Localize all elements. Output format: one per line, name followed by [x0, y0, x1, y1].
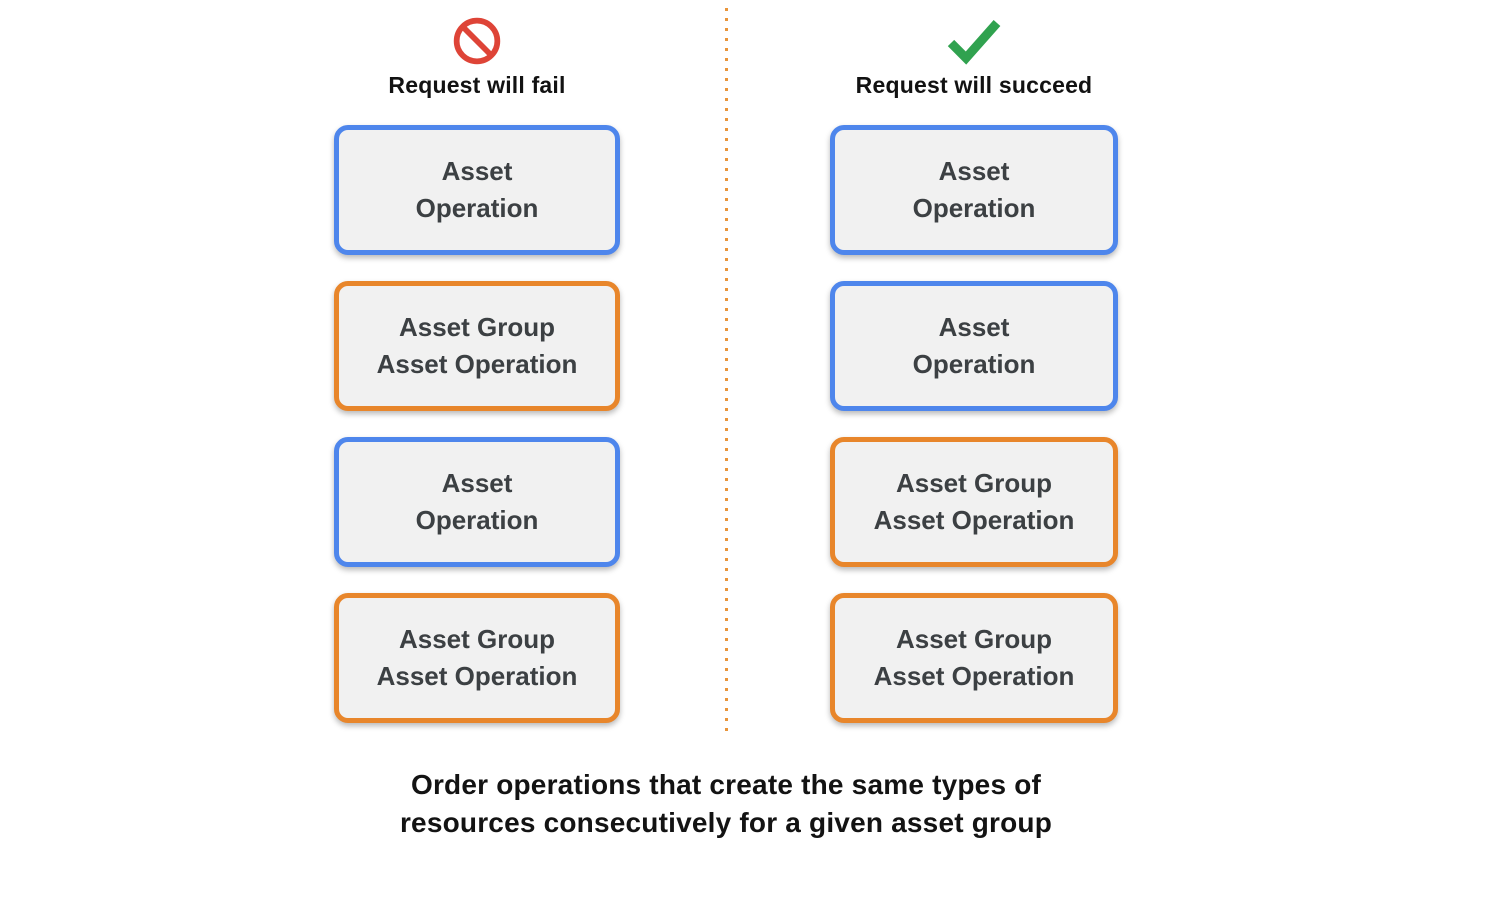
- box-label: Asset Group Asset Operation: [376, 312, 578, 379]
- box-label: Asset Operation: [912, 156, 1036, 223]
- column-request-will-fail: Request will fail Asset Operation Asset …: [334, 16, 620, 723]
- column-request-will-succeed: Request will succeed Asset Operation Ass…: [830, 16, 1118, 723]
- fail-box-asset-operation-2: Asset Operation: [334, 437, 620, 567]
- box-label: Asset Group Asset Operation: [873, 468, 1075, 535]
- succeed-header-label: Request will succeed: [855, 72, 1093, 98]
- prohibition-icon: [453, 16, 501, 66]
- checkmark-icon: [944, 16, 1004, 66]
- box-label: Asset Operation: [415, 468, 539, 535]
- box-label: Asset Group Asset Operation: [873, 624, 1075, 691]
- fail-box-asset-operation-1: Asset Operation: [334, 125, 620, 255]
- box-label: Asset Operation: [415, 156, 539, 223]
- succeed-box-asset-group-asset-operation-2: Asset Group Asset Operation: [830, 593, 1118, 723]
- box-label: Asset Operation: [912, 312, 1036, 379]
- fail-header-label: Request will fail: [388, 72, 566, 98]
- diagram-caption: Order operations that create the same ty…: [399, 769, 1053, 838]
- fail-box-asset-group-asset-operation-2: Asset Group Asset Operation: [334, 593, 620, 723]
- succeed-box-asset-group-asset-operation-1: Asset Group Asset Operation: [830, 437, 1118, 567]
- succeed-box-asset-operation-2: Asset Operation: [830, 281, 1118, 411]
- fail-box-asset-group-asset-operation-1: Asset Group Asset Operation: [334, 281, 620, 411]
- succeed-box-asset-operation-1: Asset Operation: [830, 125, 1118, 255]
- dotted-divider: [725, 8, 728, 736]
- box-label: Asset Group Asset Operation: [376, 624, 578, 691]
